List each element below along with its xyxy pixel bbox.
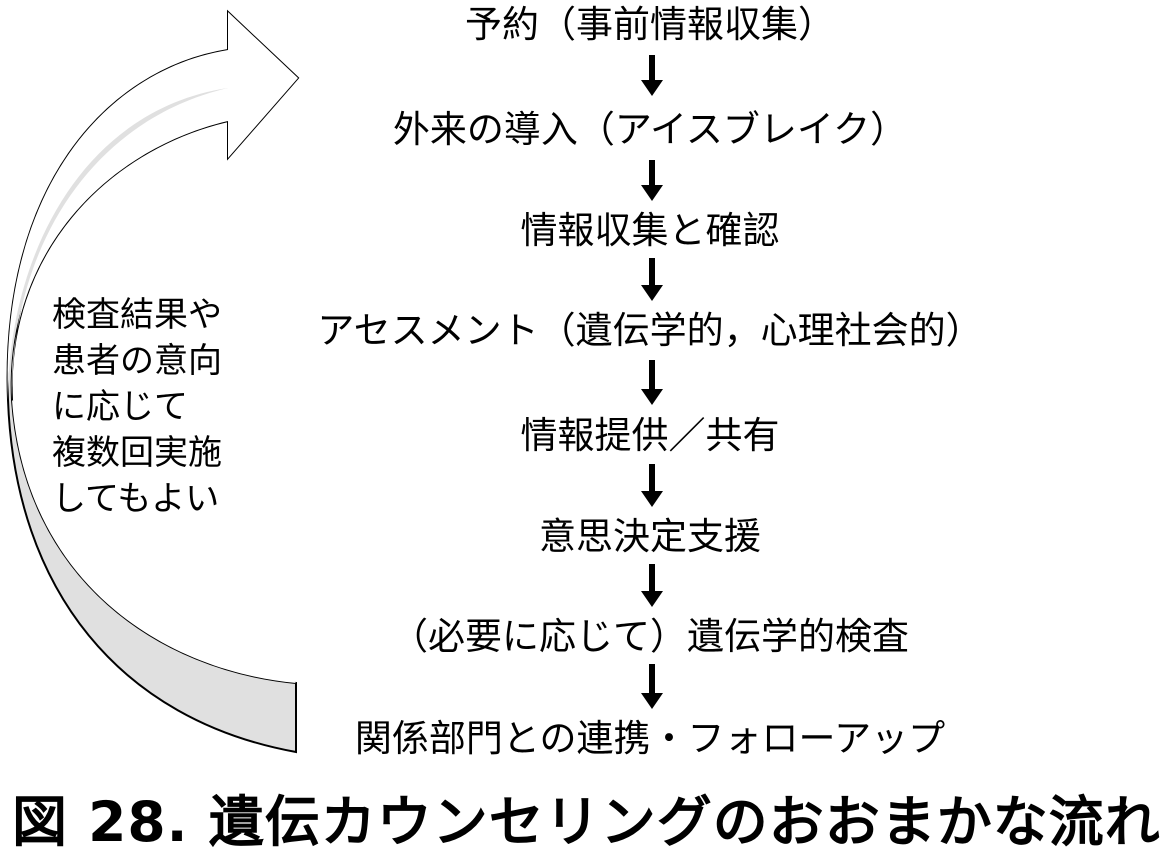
step-arrow-3 (641, 258, 663, 301)
step-arrow-4 (641, 360, 663, 405)
flow-step-follow-up: 関係部門との連携・フォローアップ (354, 717, 946, 760)
flow-step-introduction: 外来の導入（アイスブレイク） (392, 108, 908, 151)
loop-back-arrow-inner (7, 12, 298, 683)
step-arrow-1 (641, 55, 663, 96)
step-arrow-5 (641, 464, 663, 507)
flow-step-assessment: アセスメント（遺伝学的，心理社会的） (317, 309, 983, 352)
figure-caption: 図 28. 遺伝カウンセリングのおおまかな流れ (12, 790, 1160, 854)
flow-step-genetic-testing: （必要に応じて）遺伝学的検査 (391, 615, 909, 658)
loop-note-line: 複数回実施 (52, 433, 222, 473)
flow-step-information-sharing: 情報提供／共有 (520, 414, 780, 457)
loop-note-line: してもよい (52, 479, 220, 519)
loop-note-line: 患者の意向 (52, 341, 222, 381)
step-arrow-6 (641, 564, 663, 607)
flow-step-decision-support: 意思決定支援 (539, 515, 761, 558)
step-arrows (641, 55, 663, 709)
step-arrow-2 (641, 160, 663, 201)
loop-note-line: に応じて (52, 387, 188, 427)
flow-step-reservation: 予約（事前情報収集） (465, 3, 835, 46)
loop-note: 検査結果や 患者の意向 に応じて 複数回実施 してもよい (52, 292, 252, 522)
flow-step-information-gathering: 情報収集と確認 (520, 209, 780, 252)
loop-note-line: 検査結果や (52, 295, 222, 335)
step-arrow-7 (641, 664, 663, 709)
